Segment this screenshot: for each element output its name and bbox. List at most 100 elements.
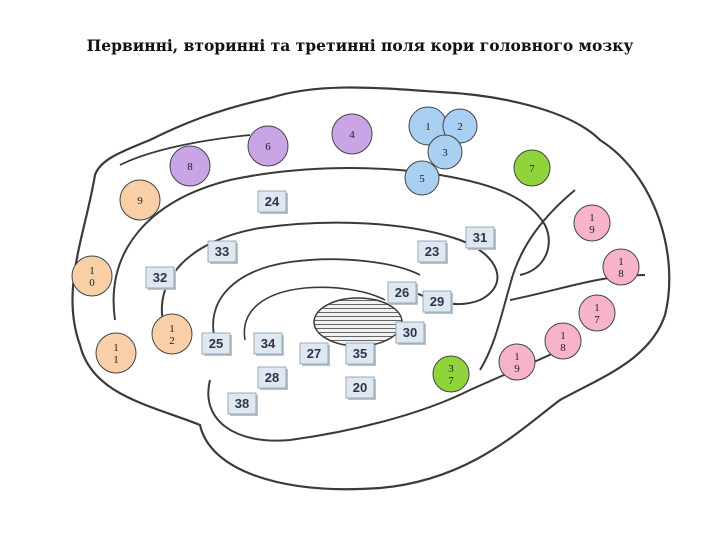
field-label: 25	[209, 336, 223, 351]
cortical-field-field-33: 33	[207, 240, 238, 264]
field-label: 3	[442, 147, 448, 159]
cortical-field-field-7: 7	[513, 149, 551, 187]
field-circle	[513, 149, 551, 187]
field-label: 32	[153, 270, 167, 285]
cortical-field-field-35: 35	[345, 342, 376, 366]
parieto-occipital-sulcus	[479, 189, 576, 371]
cortical-field-field-29: 29	[422, 290, 453, 314]
field-circle	[432, 355, 470, 393]
field-circle	[169, 145, 211, 187]
field-circle	[427, 134, 463, 170]
thalamus-hatched	[313, 297, 403, 347]
field-box	[145, 266, 175, 289]
field-circle	[573, 204, 611, 242]
field-label: 34	[261, 336, 276, 351]
field-label: 2	[457, 121, 463, 133]
cortical-field-field-32: 32	[145, 266, 176, 290]
field-box	[201, 332, 231, 355]
field-label: 7	[529, 163, 535, 175]
field-circle	[247, 125, 289, 167]
cortical-field-field-20: 20	[345, 376, 376, 400]
field-box	[253, 332, 283, 355]
field-label: 5	[419, 173, 425, 185]
cortical-field-field-8: 8	[169, 145, 211, 187]
fornix-arc	[212, 258, 421, 341]
field-circle	[602, 248, 640, 286]
field-label: 29	[430, 294, 444, 309]
field-circle	[95, 332, 137, 374]
box-fields-layer: 24 33 23 31 32 26 29 30 25 34 27 35 28 20 38	[145, 190, 496, 416]
field-box	[387, 281, 417, 304]
callosal-sulcus	[160, 221, 499, 331]
field-label: 20	[353, 380, 367, 395]
field-box	[345, 342, 375, 365]
field-box	[395, 321, 425, 344]
field-box	[422, 290, 452, 313]
cortical-field-field-25: 25	[201, 332, 232, 356]
field-circle	[331, 113, 373, 155]
field-box	[207, 240, 237, 263]
inner-arc	[243, 286, 386, 341]
field-box	[227, 392, 257, 415]
field-label: 24	[265, 194, 280, 209]
field-label: 1	[425, 121, 431, 133]
cortical-field-field-31: 31	[465, 226, 496, 250]
diagram-title: Первинні, вторинні та третинні поля кори…	[86, 36, 634, 55]
field-circle	[404, 160, 440, 196]
cortical-field-field-28: 28	[257, 366, 288, 390]
frontal-sulcus	[119, 134, 251, 166]
cortical-field-field-26: 26	[387, 281, 418, 305]
cortical-field-field-27: 27	[299, 342, 330, 366]
field-label: 35	[353, 346, 367, 361]
field-label: 31	[473, 230, 487, 245]
cortical-field-field-9: 9	[119, 179, 161, 221]
field-label: 8	[187, 161, 193, 173]
field-circle	[498, 343, 536, 381]
hemisphere-outline	[71, 86, 671, 491]
field-label: 33	[215, 244, 229, 259]
field-circle	[544, 322, 582, 360]
cortical-field-field-2: 2	[442, 108, 478, 144]
field-label: 38	[235, 396, 249, 411]
cortical-field-field-6: 6	[247, 125, 289, 167]
field-box	[417, 240, 447, 263]
field-label: 23	[425, 244, 439, 259]
cortical-field-field-30: 30	[395, 321, 426, 345]
cortical-field-field-4: 4	[331, 113, 373, 155]
field-box	[345, 376, 375, 399]
cortical-field-field-24: 24	[257, 190, 288, 214]
cortical-field-field-23: 23	[417, 240, 448, 264]
field-box	[257, 366, 287, 389]
field-circle	[71, 255, 113, 297]
field-box	[257, 190, 287, 213]
field-label: 26	[395, 285, 409, 300]
cortical-field-field-5: 5	[404, 160, 440, 196]
field-label: 6	[265, 141, 271, 153]
field-label: 4	[349, 129, 355, 141]
field-label: 30	[403, 325, 417, 340]
cortical-field-field-38: 38	[227, 392, 258, 416]
field-label: 27	[307, 346, 321, 361]
cortical-field-field-34: 34	[253, 332, 284, 356]
cingulate-sulcus	[112, 167, 550, 321]
field-circle	[151, 313, 193, 355]
field-box	[465, 226, 495, 249]
